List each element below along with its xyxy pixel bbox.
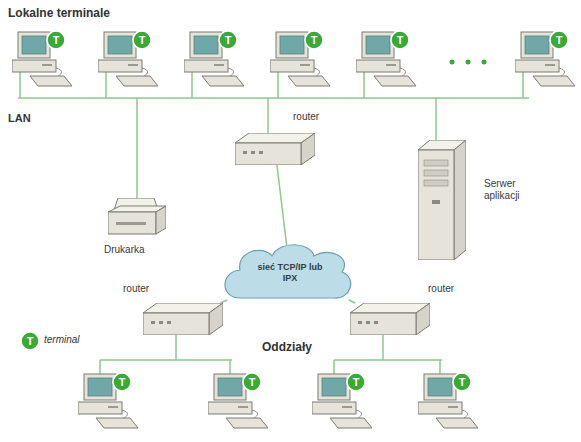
- branch-label: Oddziały: [262, 340, 312, 354]
- legend-text: terminal: [44, 334, 80, 345]
- terminal-badge-letter: T: [306, 32, 322, 48]
- ellipsis-dots: [450, 60, 487, 65]
- terminal-badge-letter: T: [551, 32, 567, 48]
- network-link: [277, 165, 287, 246]
- terminal-badge-letter: T: [348, 374, 364, 390]
- lan-wires: [18, 72, 529, 374]
- server-icon: [418, 140, 466, 260]
- network-name: sieć TCP/IP lub IPX: [257, 262, 323, 284]
- router-label: router: [428, 283, 454, 294]
- router: router: [143, 303, 223, 335]
- terminal-badge-letter: T: [134, 32, 150, 48]
- router: router: [350, 303, 430, 335]
- printer-label: Drukarka: [104, 244, 145, 255]
- application-server-label: Serwer aplikacji: [484, 178, 546, 202]
- terminal-badge-letter: T: [22, 333, 38, 349]
- network-link: [220, 300, 227, 303]
- network-cloud: sieć TCP/IP lub IPX: [226, 246, 354, 300]
- diagram-title: Lokalne terminale: [8, 6, 110, 20]
- application-server: Serwer aplikacji: [418, 140, 466, 260]
- terminal-icons: [12, 31, 575, 428]
- router: router: [235, 133, 315, 165]
- terminal-badge-letter: T: [114, 374, 130, 390]
- network-label: LAN: [8, 112, 31, 124]
- printer: Drukarka: [108, 198, 166, 240]
- terminal-badge-letter: T: [220, 32, 236, 48]
- router-icon: [143, 303, 223, 335]
- terminal-badge-letter: T: [244, 374, 260, 390]
- network-link: [349, 300, 356, 303]
- terminal-badge-letter: T: [392, 32, 408, 48]
- router-label: router: [123, 283, 149, 294]
- terminal-badge-letter: T: [454, 374, 470, 390]
- router-label: router: [293, 111, 319, 122]
- terminal-badge-letter: T: [48, 32, 64, 48]
- router-icon: [235, 133, 315, 165]
- network-cloud: [225, 245, 351, 298]
- printer-icon: [108, 198, 166, 234]
- router-icon: [350, 303, 430, 335]
- legend-terminal-icon: [21, 332, 39, 350]
